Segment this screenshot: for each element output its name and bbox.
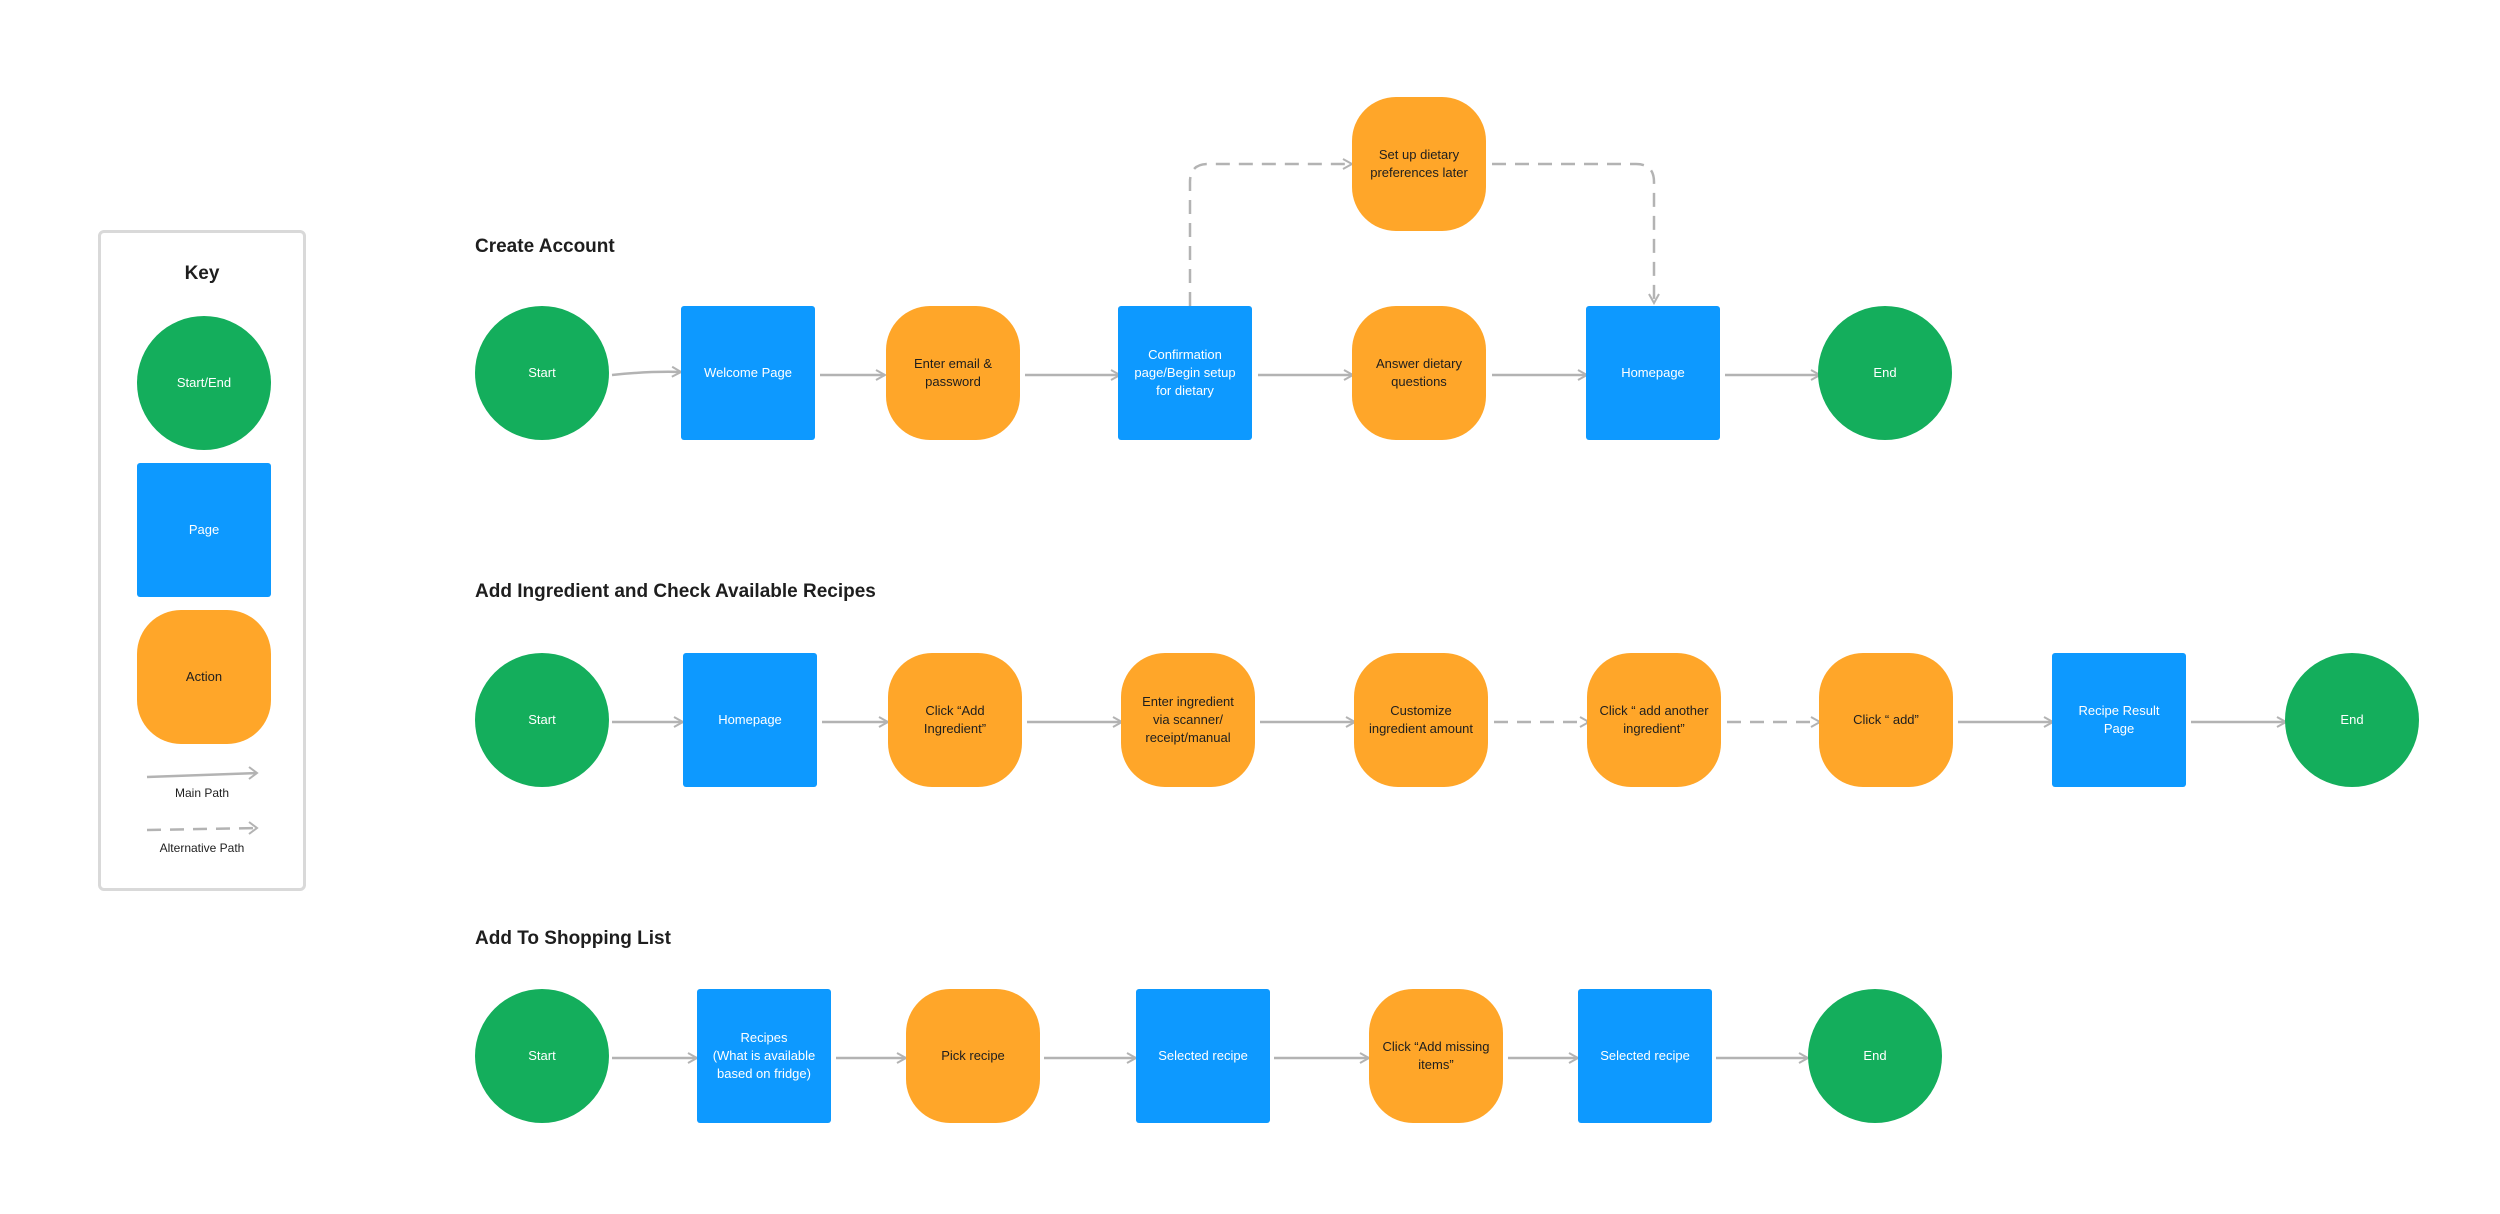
click-add-node: Click “ add” [1819, 653, 1953, 787]
alternative-path-arrow [1188, 164, 1352, 306]
flow-title-shopping-list: Add To Shopping List [475, 928, 671, 949]
setup-dietary-later-node: Set up dietary preferences later [1352, 97, 1486, 231]
enter-email-password-node: Enter email & password [886, 306, 1020, 440]
pick-recipe-node: Pick recipe [906, 989, 1040, 1123]
legend-alternative-path-label: Alternative Path [159, 841, 245, 855]
add-missing-items-node: Click “Add missing items” [1369, 989, 1503, 1123]
legend-start-end-shape: Start/End [137, 316, 271, 450]
legend-action-shape: Action [137, 610, 271, 744]
homepage-node: Homepage [1586, 306, 1720, 440]
flow-title-create-account: Create Account [475, 236, 615, 257]
shopping-list-start-node: Start [475, 989, 609, 1123]
selected-recipe-node: Selected recipe [1136, 989, 1270, 1123]
click-add-ingredient-node: Click “Add Ingredient” [888, 653, 1022, 787]
welcome-page-node: Welcome Page [681, 306, 815, 440]
selected-recipe-node: Selected recipe [1578, 989, 1712, 1123]
legend-main-path-line [146, 766, 259, 780]
recipe-result-page-node: Recipe Result Page [2052, 653, 2186, 787]
legend-page-shape: Page [137, 463, 271, 597]
enter-ingredient-node: Enter ingredient via scanner/ receipt/ma… [1121, 653, 1255, 787]
recipes-available-node: Recipes (What is available based on frid… [697, 989, 831, 1123]
legend-alternative-path-line [146, 821, 259, 835]
main-path-arrow [611, 372, 681, 375]
create-account-start-node: Start [475, 306, 609, 440]
homepage-node: Homepage [683, 653, 817, 787]
flow-title-add-ingredient: Add Ingredient and Check Available Recip… [475, 581, 876, 602]
customize-amount-node: Customize ingredient amount [1354, 653, 1488, 787]
confirmation-page-node: Confirmation page/Begin setup for dietar… [1118, 306, 1252, 440]
alternative-path-arrow [1492, 162, 1654, 303]
answer-dietary-questions-node: Answer dietary questions [1352, 306, 1486, 440]
add-ingredient-end-node: End [2285, 653, 2419, 787]
legend-main-path-label: Main Path [174, 786, 230, 800]
shopping-list-end-node: End [1808, 989, 1942, 1123]
add-another-ingredient-node: Click “ add another ingredient” [1587, 653, 1721, 787]
create-account-end-node: End [1818, 306, 1952, 440]
legend-key: Key Start/End Page Action Main Path Alte… [98, 230, 306, 891]
legend-title: Key [184, 263, 220, 284]
add-ingredient-start-node: Start [475, 653, 609, 787]
